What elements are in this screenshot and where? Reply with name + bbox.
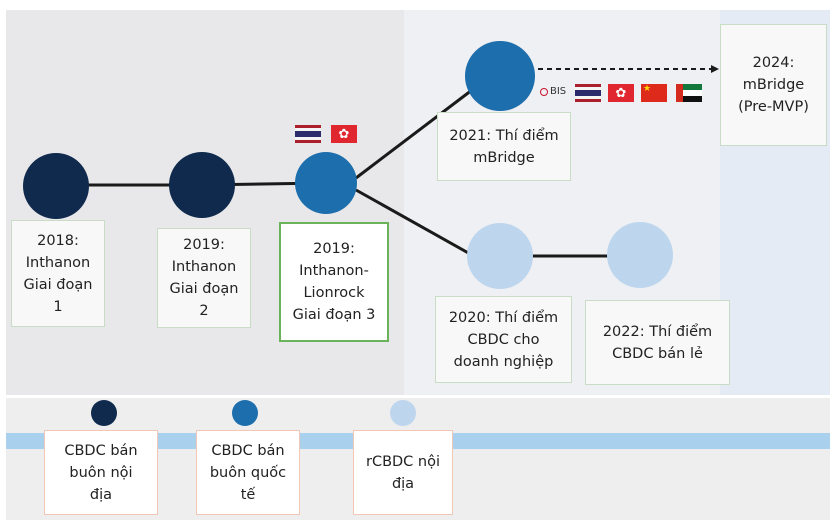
- milestone-2022-retail-pilot: 2022: Thí điểm CBDC bán lẻ: [585, 300, 730, 385]
- legend-item-wholesale-domestic: CBDC bán buôn nội địa: [44, 430, 158, 515]
- legend-label: CBDC bán buôn quốc tế: [209, 442, 287, 503]
- legend-item-retail-domestic: rCBDC nội địa: [353, 430, 453, 515]
- milestone-2024-mbridge-premvp: 2024: mBridge (Pre-MVP): [720, 24, 827, 146]
- legend-dot-retail-domestic: [390, 400, 416, 426]
- legend-dot-wholesale-domestic: [91, 400, 117, 426]
- connector-phase3-mbridge: [355, 88, 473, 180]
- milestone-label: 2022: Thí điểm CBDC bán lẻ: [602, 323, 713, 362]
- legend-dot-wholesale-cross-border: [232, 400, 258, 426]
- milestone-2021-mbridge-pilot: 2021: Thí điểm mBridge: [437, 112, 571, 181]
- legend-label: rCBDC nội địa: [365, 453, 441, 492]
- milestone-label: 2018: Inthanon Giai đoạn 1: [23, 232, 93, 315]
- node-2019: [169, 152, 235, 218]
- milestone-2019-inthanon-lionrock-phase3: 2019: Inthanon- Lionrock Giai đoạn 3: [279, 222, 389, 342]
- node-2022-retail-pilot: [607, 222, 673, 288]
- bis-logo-icon: [540, 87, 548, 96]
- uae-flag: [676, 84, 702, 102]
- node-2019-phase3: [295, 152, 357, 214]
- thailand-flag: [575, 84, 601, 102]
- bis-logo-text: BIS: [550, 86, 567, 97]
- milestone-label: 2019: Inthanon- Lionrock Giai đoạn 3: [292, 241, 376, 323]
- milestone-2020-wholesale-pilot: 2020: Thí điểm CBDC cho doanh nghiệp: [435, 296, 572, 383]
- legend-item-wholesale-cross-border: CBDC bán buôn quốc tế: [196, 430, 300, 515]
- node-2021-mbridge: [465, 41, 535, 111]
- thailand-flag: [295, 125, 321, 143]
- hong-kong-flag: ✿: [331, 125, 357, 143]
- node-2018: [23, 153, 89, 219]
- milestone-2019-inthanon-phase2: 2019: Inthanon Giai đoạn 2: [157, 228, 251, 328]
- milestone-label: 2019: Inthanon Giai đoạn 2: [169, 237, 239, 319]
- legend-label: CBDC bán buôn nội địa: [64, 442, 138, 503]
- bis-logo: BIS: [540, 86, 566, 97]
- china-flag: ★: [641, 84, 667, 102]
- connector-phase3-wholesale-pilot: [355, 188, 473, 257]
- milestone-2018-inthanon-phase1: 2018: Inthanon Giai đoạn 1: [11, 220, 105, 327]
- milestone-label: 2021: Thí điểm mBridge: [449, 127, 559, 166]
- milestone-label: 2024: mBridge (Pre-MVP): [738, 55, 809, 115]
- hong-kong-flag: ✿: [608, 84, 634, 102]
- milestone-label: 2020: Thí điểm CBDC cho doanh nghiệp: [448, 309, 559, 370]
- node-2020-wholesale-pilot: [467, 223, 533, 289]
